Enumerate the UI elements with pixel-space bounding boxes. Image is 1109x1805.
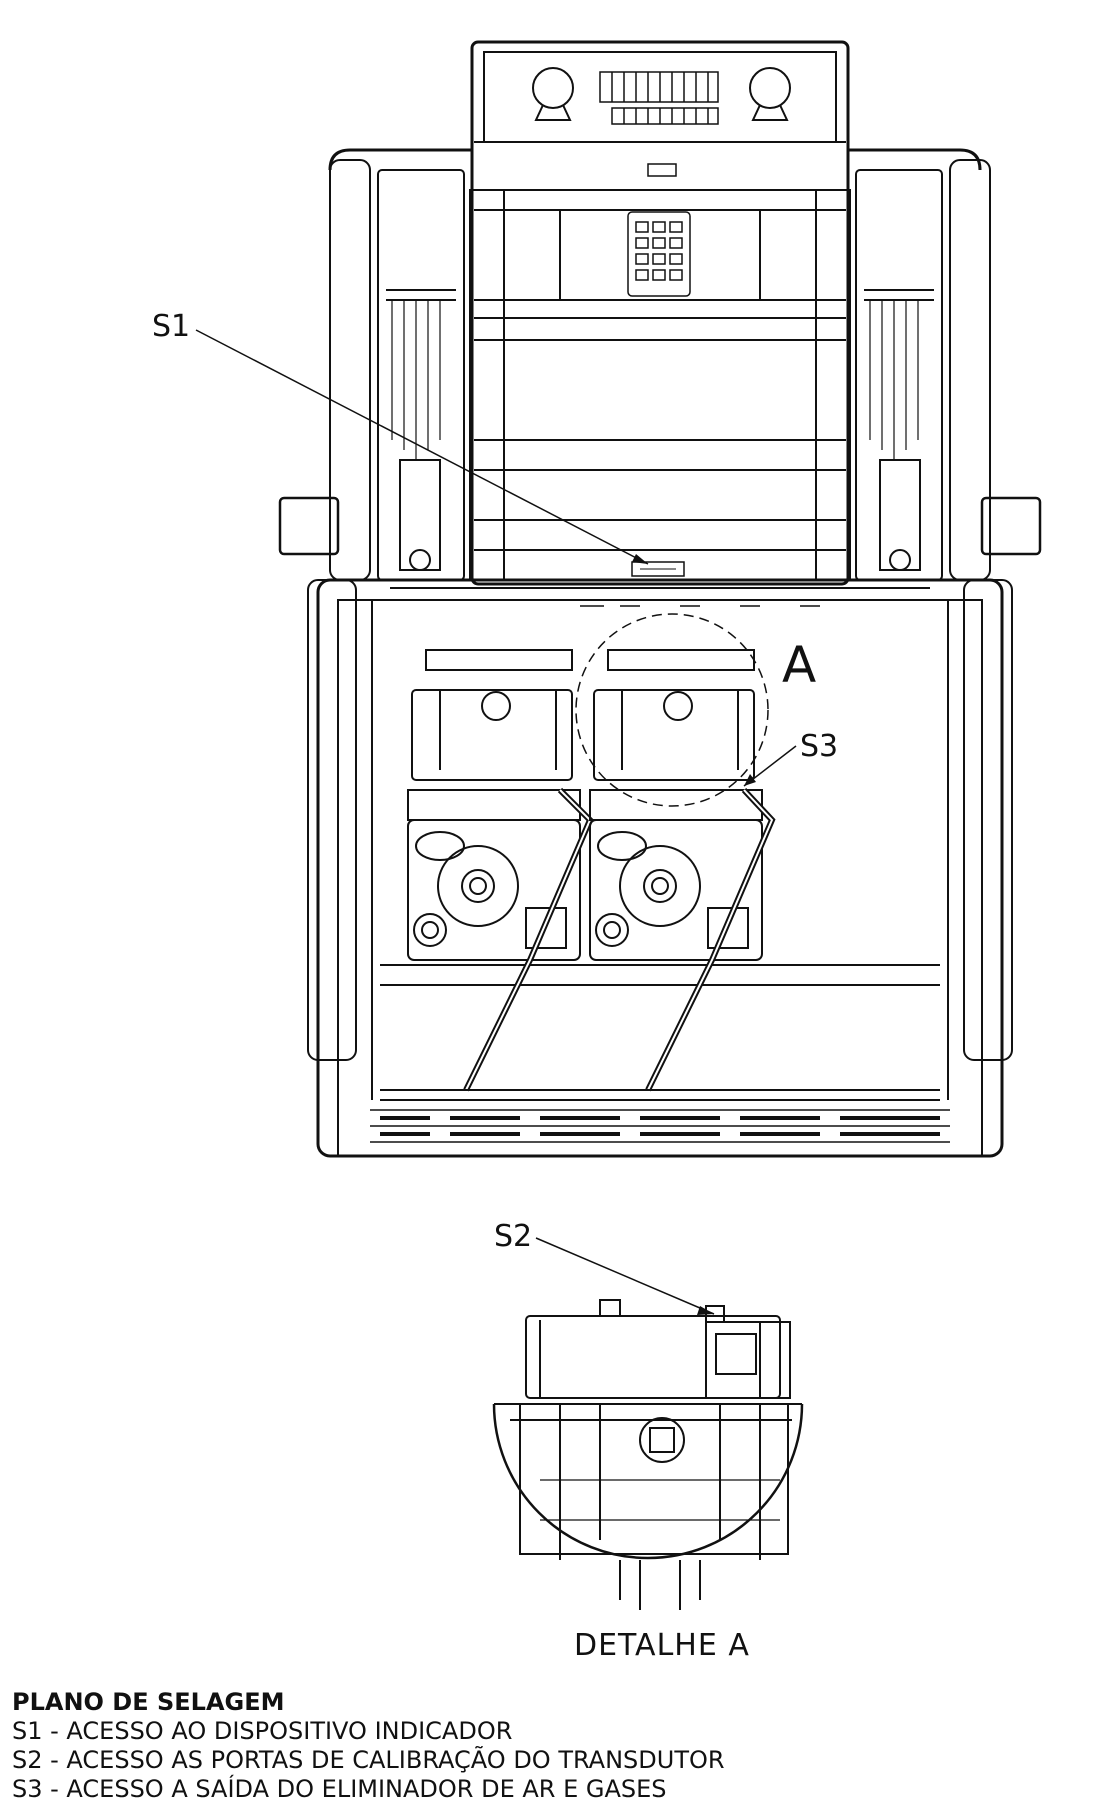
legend-item-s2: S2 - ACESSO AS PORTAS DE CALIBRAÇÃO DO T… <box>12 1746 725 1774</box>
leader-lines <box>195 329 797 1315</box>
right-keyhole-icon <box>749 67 791 121</box>
detail-caption: DETALHE A <box>574 1628 750 1663</box>
digit-display <box>599 71 719 125</box>
left-meter-module <box>407 649 594 1092</box>
callout-s3: S3 <box>800 729 839 764</box>
callout-s1: S1 <box>152 309 191 344</box>
cabinet-body <box>278 148 1042 1158</box>
callout-s2: S2 <box>494 1219 533 1254</box>
left-keyhole-icon <box>532 67 574 121</box>
legend-item-s1: S1 - ACESSO AO DISPOSITIVO INDICADOR <box>12 1717 513 1745</box>
right-meter-module <box>589 649 776 1092</box>
legend-item-s3: S3 - ACESSO A SAÍDA DO ELIMINADOR DE AR … <box>12 1775 667 1803</box>
cabinet-bottom <box>370 1089 950 1143</box>
callout-a: A <box>782 636 817 694</box>
keypad <box>627 211 691 297</box>
detail-a-circle <box>575 613 769 807</box>
legend-title: PLANO DE SELAGEM <box>12 1688 285 1716</box>
detail-a-view <box>492 1299 804 1610</box>
display-head <box>469 40 851 586</box>
sealing-plan-legend: PLANO DE SELAGEM S1 - ACESSO AO DISPOSIT… <box>12 1688 725 1804</box>
